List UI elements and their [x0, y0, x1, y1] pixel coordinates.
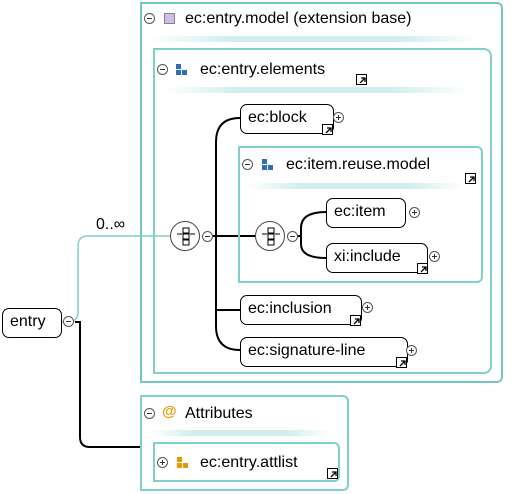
collapse-model-toggle[interactable] [144, 13, 155, 24]
attlist-link-icon[interactable] [327, 468, 338, 479]
attlist-group-icon [177, 457, 189, 469]
include-expand-toggle[interactable] [429, 251, 440, 262]
signature-line-node[interactable]: ec:signature-line [240, 337, 408, 367]
attlist-title: ec:entry.attlist [200, 454, 298, 471]
model-group-icon [164, 13, 175, 24]
item-reuse-model-group [238, 146, 483, 283]
reuse-link-icon[interactable] [465, 173, 476, 184]
collapse-sequence-toggle[interactable] [202, 231, 213, 242]
include-node[interactable]: xi:include [326, 243, 428, 273]
collapse-attributes-toggle[interactable] [144, 408, 155, 419]
collapse-entry-toggle[interactable] [63, 316, 74, 327]
include-link-icon[interactable] [417, 263, 428, 274]
multiplicity-label: 0..∞ [96, 216, 126, 233]
attributes-header-divider [150, 430, 330, 436]
entry-elements-group [153, 48, 492, 374]
sequence-compositor-icon[interactable] [170, 221, 200, 251]
item-node[interactable]: ec:item [326, 198, 406, 228]
elements-link-icon[interactable] [356, 74, 367, 85]
item-label: ec:item [334, 203, 386, 220]
item-expand-toggle[interactable] [409, 207, 420, 218]
signature-expand-toggle[interactable] [406, 345, 417, 356]
attributes-title: Attributes [185, 405, 253, 422]
signature-line-label: ec:signature-line [248, 342, 366, 359]
attlist-expand-toggle[interactable] [157, 457, 168, 468]
elements-header-divider [163, 87, 468, 93]
model-header-divider [150, 36, 480, 42]
reuse-group-icon [262, 159, 274, 171]
collapse-reuse-toggle[interactable] [242, 159, 253, 170]
reuse-header-divider [248, 183, 463, 189]
block-expand-toggle[interactable] [333, 112, 344, 123]
block-label: ec:block [248, 109, 307, 126]
attributes-group [140, 395, 349, 491]
entry-node[interactable]: entry [2, 308, 62, 338]
reuse-title: ec:item.reuse.model [286, 156, 431, 173]
inclusion-link-icon[interactable] [350, 315, 361, 326]
collapse-reuse-sequence-toggle[interactable] [287, 231, 298, 242]
include-label: xi:include [334, 248, 401, 265]
element-group-icon [176, 64, 188, 76]
inclusion-expand-toggle[interactable] [362, 302, 373, 313]
collapse-elements-toggle[interactable] [157, 64, 168, 75]
reuse-sequence-icon[interactable] [255, 221, 285, 251]
block-link-icon[interactable] [322, 124, 333, 135]
inclusion-node[interactable]: ec:inclusion [240, 295, 362, 325]
inclusion-label: ec:inclusion [248, 300, 332, 317]
block-node[interactable]: ec:block [240, 104, 334, 134]
attlist-group[interactable] [153, 442, 340, 482]
entry-model-group [140, 2, 503, 383]
attribute-at-icon: @ [162, 403, 177, 420]
signature-link-icon[interactable] [396, 357, 407, 368]
entry-label: entry [10, 313, 46, 330]
model-title: ec:entry.model (extension base) [185, 10, 412, 27]
elements-title: ec:entry.elements [200, 61, 326, 78]
